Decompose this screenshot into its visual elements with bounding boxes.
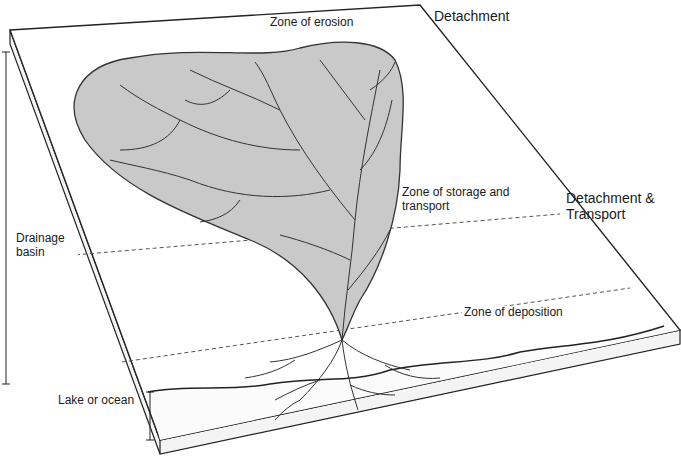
bracket-label: Lake or ocean <box>56 394 136 408</box>
process-label: Detachment & Transport <box>566 190 676 222</box>
zone-label: Zone of erosion <box>268 16 355 30</box>
bracket-label: Drainage basin <box>14 232 78 260</box>
zone-label: Zone of storage and transport <box>400 186 524 214</box>
zone-label: Zone of deposition <box>462 306 565 320</box>
process-label: Detachment <box>434 8 509 24</box>
